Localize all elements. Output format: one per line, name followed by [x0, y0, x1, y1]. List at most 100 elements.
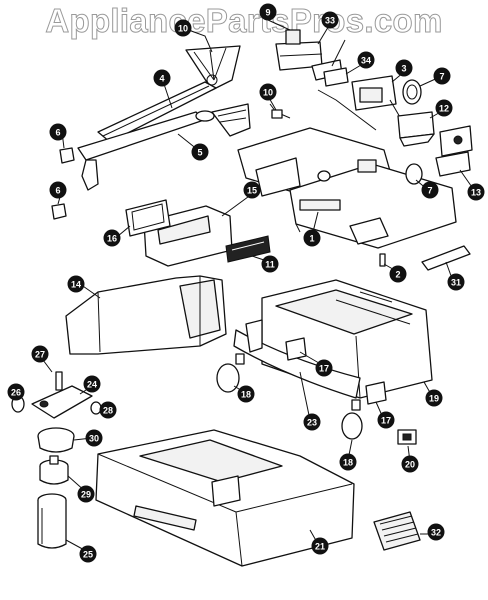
part-callout: 25 [79, 545, 97, 563]
callout-circle [83, 375, 101, 393]
part-callout: 15 [243, 181, 261, 199]
callout-circle [303, 229, 321, 247]
part-callout: 21 [311, 537, 329, 555]
callout-label: 27 [35, 350, 45, 360]
switch-part [397, 429, 417, 445]
callout-label: 18 [343, 458, 353, 468]
part-callout: 12 [435, 99, 453, 117]
part-callout: 13 [467, 183, 485, 201]
rod-with-damper-part [77, 103, 251, 191]
callout-circle [103, 229, 121, 247]
part-callout: 11 [261, 255, 279, 273]
callout-circle [357, 51, 375, 69]
lamp-part [216, 337, 387, 440]
callout-label: 10 [263, 88, 273, 98]
callout-label: 15 [247, 186, 257, 196]
callout-circle [259, 83, 277, 101]
callout-label: 2 [395, 270, 400, 280]
part-callout: 32 [427, 523, 445, 541]
callout-label: 16 [107, 234, 117, 244]
knob-part [405, 125, 473, 185]
callout-circle [339, 453, 357, 471]
callout-circle [153, 69, 171, 87]
callout-label: 34 [361, 56, 371, 66]
callout-circle [31, 345, 49, 363]
callout-circle [467, 183, 485, 201]
screw-part [379, 253, 386, 267]
callout-circle [311, 537, 329, 555]
callout-label: 30 [89, 434, 99, 444]
callout-circle [85, 429, 103, 447]
sensor-part [269, 89, 377, 131]
callout-circle [447, 273, 465, 291]
callout-circle [377, 411, 395, 429]
callout-circle [191, 143, 209, 161]
callout-circle [395, 59, 413, 77]
part-callout: 5 [191, 143, 209, 161]
callout-label: 28 [103, 406, 113, 416]
callout-circle [425, 389, 443, 407]
part-callout: 18 [237, 385, 255, 403]
callout-label: 17 [381, 416, 391, 426]
callout-circle [401, 455, 419, 473]
air-tower-part [65, 275, 227, 355]
callout-circle [261, 255, 279, 273]
part-callout: 16 [103, 229, 121, 247]
part-callout: 6 [49, 123, 67, 141]
callout-circle [243, 181, 261, 199]
control-knob-part [402, 79, 422, 105]
callout-circle [321, 11, 339, 29]
callout-label: 24 [87, 380, 97, 390]
part-callout: 4 [153, 69, 171, 87]
part-callout: 31 [447, 273, 465, 291]
filter-part [225, 235, 271, 263]
part-callout: 10 [174, 19, 192, 37]
part-callout: 29 [77, 485, 95, 503]
callout-label: 23 [307, 418, 317, 428]
callout-label: 18 [241, 390, 251, 400]
callout-circle [389, 265, 407, 283]
callout-label: 9 [265, 8, 270, 18]
part-callout: 30 [85, 429, 103, 447]
part-callout: 27 [31, 345, 49, 363]
callout-circle [237, 385, 255, 403]
part-callout: 19 [425, 389, 443, 407]
foam-pad-part [373, 511, 421, 551]
callout-label: 6 [55, 128, 60, 138]
fan-blade-part [37, 427, 75, 453]
part-callout: 7 [433, 67, 451, 85]
callout-circle [49, 123, 67, 141]
part-callout: 34 [357, 51, 375, 69]
part-callout: 24 [83, 375, 101, 393]
drawer-frame-part [233, 319, 361, 399]
callout-circle [421, 181, 439, 199]
floor-pan-part [95, 429, 355, 567]
callout-circle [435, 99, 453, 117]
callout-label: 5 [197, 148, 202, 158]
evaporator-fan-motor-part [39, 455, 69, 485]
part-callout: 6 [49, 181, 67, 199]
part-callout: 18 [339, 453, 357, 471]
callout-label: 29 [81, 490, 91, 500]
callout-circle [49, 181, 67, 199]
lamp-socket-part [397, 111, 435, 147]
callout-circle [7, 383, 25, 401]
part-callout: 1 [303, 229, 321, 247]
part-callout: 17 [377, 411, 395, 429]
part-callout: 33 [321, 11, 339, 29]
damper-control-part [323, 67, 405, 125]
foam-strip-part [421, 245, 471, 271]
callout-circle [67, 275, 85, 293]
callout-circle [303, 413, 321, 431]
part-callout: 28 [99, 401, 117, 419]
part-callout: 26 [7, 383, 25, 401]
callout-label: 1 [309, 234, 314, 244]
water-filter-part [37, 493, 67, 549]
callout-label: 19 [429, 394, 439, 404]
callout-circle [433, 67, 451, 85]
control-housing-part [237, 127, 457, 249]
callout-label: 10 [178, 24, 188, 34]
part-callout: 17 [315, 359, 333, 377]
